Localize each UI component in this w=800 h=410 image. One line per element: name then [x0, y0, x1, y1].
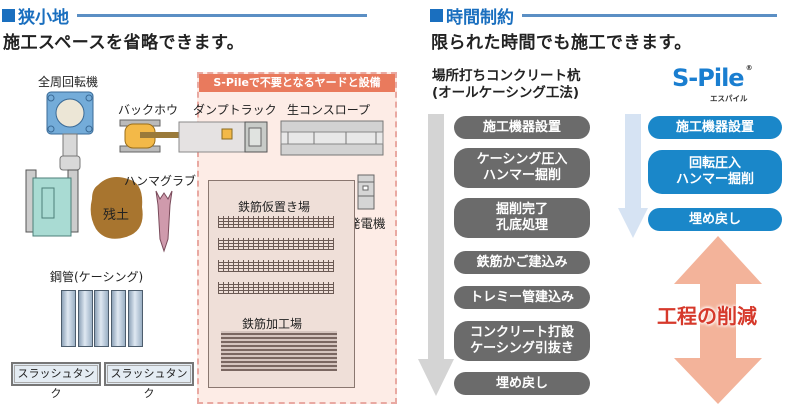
step-text: コンクリート打設: [469, 325, 574, 340]
casing-pipe: [111, 290, 126, 347]
concrete-slope-icon: [280, 120, 384, 156]
casing-pipe: [128, 290, 143, 347]
square-bullet-icon: [430, 9, 443, 22]
dump-truck-icon: [178, 121, 268, 153]
left-subtitle: 施工スペースを省略できます。: [3, 33, 245, 53]
step-text: 鉄筋かご建込み: [476, 254, 568, 270]
slush-tank-1: スラッシュタンク: [11, 362, 101, 400]
slush-tank-2: スラッシュタンク: [104, 362, 194, 400]
step-text: 施工機器設置: [482, 119, 561, 135]
conventional-title-line2: (オールケーシング工法): [432, 85, 580, 101]
heading-text: 狭小地: [18, 8, 69, 28]
reduction-double-arrow-icon: [674, 236, 762, 404]
spile-step-3: 埋め戻し: [648, 208, 782, 231]
conventional-step-1: 施工機器設置: [454, 116, 590, 139]
spile-logo-subtitle: エスパイル: [710, 94, 748, 103]
process-reduction-label: 工程の削減: [657, 304, 757, 328]
conventional-method-title: 場所打ちコンクリート杭 (オールケーシング工法): [432, 68, 581, 102]
step-text: トレミー管建込み: [469, 289, 574, 305]
conventional-step-3: 掘削完了孔底処理: [454, 198, 590, 238]
step-text: 埋め戻し: [688, 211, 741, 227]
rotator-label: 全周回転機: [38, 75, 99, 89]
generator-icon: [357, 174, 375, 210]
rebar-bundle: [218, 238, 334, 250]
casing-label: 鋼管(ケーシング): [50, 270, 144, 284]
hammer-grab-icon: [155, 190, 173, 253]
right-subtitle: 限られた時間でも施工できます。: [431, 33, 692, 53]
step-text: 施工機器設置: [675, 119, 754, 135]
step-text: ハンマー掘削: [675, 172, 754, 187]
step-text: 埋め戻し: [495, 375, 548, 391]
conventional-step-2: ケーシング圧入ハンマー掘削: [454, 148, 590, 188]
heading-rule: [522, 14, 777, 17]
spile-step-2: 回転圧入ハンマー掘削: [648, 150, 782, 194]
backhoe-label: バックホウ: [118, 103, 179, 117]
generator-label: 発電機: [348, 216, 386, 231]
rebar-processing-stack: [221, 331, 337, 371]
surplus-soil-icon: [90, 177, 143, 239]
square-bullet-icon: [2, 9, 15, 22]
concrete-slope-label: 生コンスロープ: [287, 103, 371, 117]
casing-pipe: [78, 290, 93, 347]
backhoe-icon: [119, 119, 196, 153]
section-heading-narrow-site: 狭小地: [2, 3, 367, 28]
casing-pipe: [61, 290, 76, 347]
step-text: ケーシング圧入: [476, 152, 568, 167]
rebar-bundle: [218, 260, 334, 272]
surplus-soil-label: 残土: [103, 208, 130, 223]
rebar-bundle: [218, 216, 334, 228]
conventional-step-6: コンクリート打設ケーシング引抜き: [454, 321, 590, 361]
step-text: 掘削完了: [495, 202, 548, 217]
casing-pipe: [94, 290, 109, 347]
heading-text: 時間制約: [446, 8, 514, 28]
conventional-step-4: 鉄筋かご建込み: [454, 251, 590, 274]
registered-mark: ®: [745, 64, 753, 72]
spile-logo: S-Pile®: [672, 64, 753, 92]
step-text: 回転圧入: [688, 156, 741, 171]
step-text: 孔底処理: [495, 218, 548, 233]
conventional-step-5: トレミー管建込み: [454, 286, 590, 309]
spile-logo-text: S-Pile: [672, 64, 745, 92]
heading-rule: [77, 14, 367, 17]
rebar-processing-label: 鉄筋加工場: [242, 317, 303, 331]
rotator-crane-icon: [25, 91, 94, 237]
spile-process-arrow-icon: [618, 114, 648, 238]
hammer-grab-label: ハンマグラブ: [124, 174, 197, 188]
step-text: ハンマー掘削: [482, 168, 561, 183]
rebar-storage-label: 鉄筋仮置き場: [238, 200, 311, 214]
conventional-process-arrow-icon: [418, 114, 454, 396]
section-heading-time-constraint: 時間制約: [430, 3, 777, 28]
step-text: ケーシング引抜き: [470, 341, 574, 356]
unneeded-yard-label: S-Pileで不要となるヤードと設備: [199, 74, 395, 92]
conventional-title-line1: 場所打ちコンクリート杭: [432, 68, 581, 84]
rebar-bundle: [218, 282, 334, 294]
conventional-step-7: 埋め戻し: [454, 372, 590, 395]
dump-truck-label: ダンプトラック: [193, 103, 277, 117]
spile-step-1: 施工機器設置: [648, 116, 782, 139]
